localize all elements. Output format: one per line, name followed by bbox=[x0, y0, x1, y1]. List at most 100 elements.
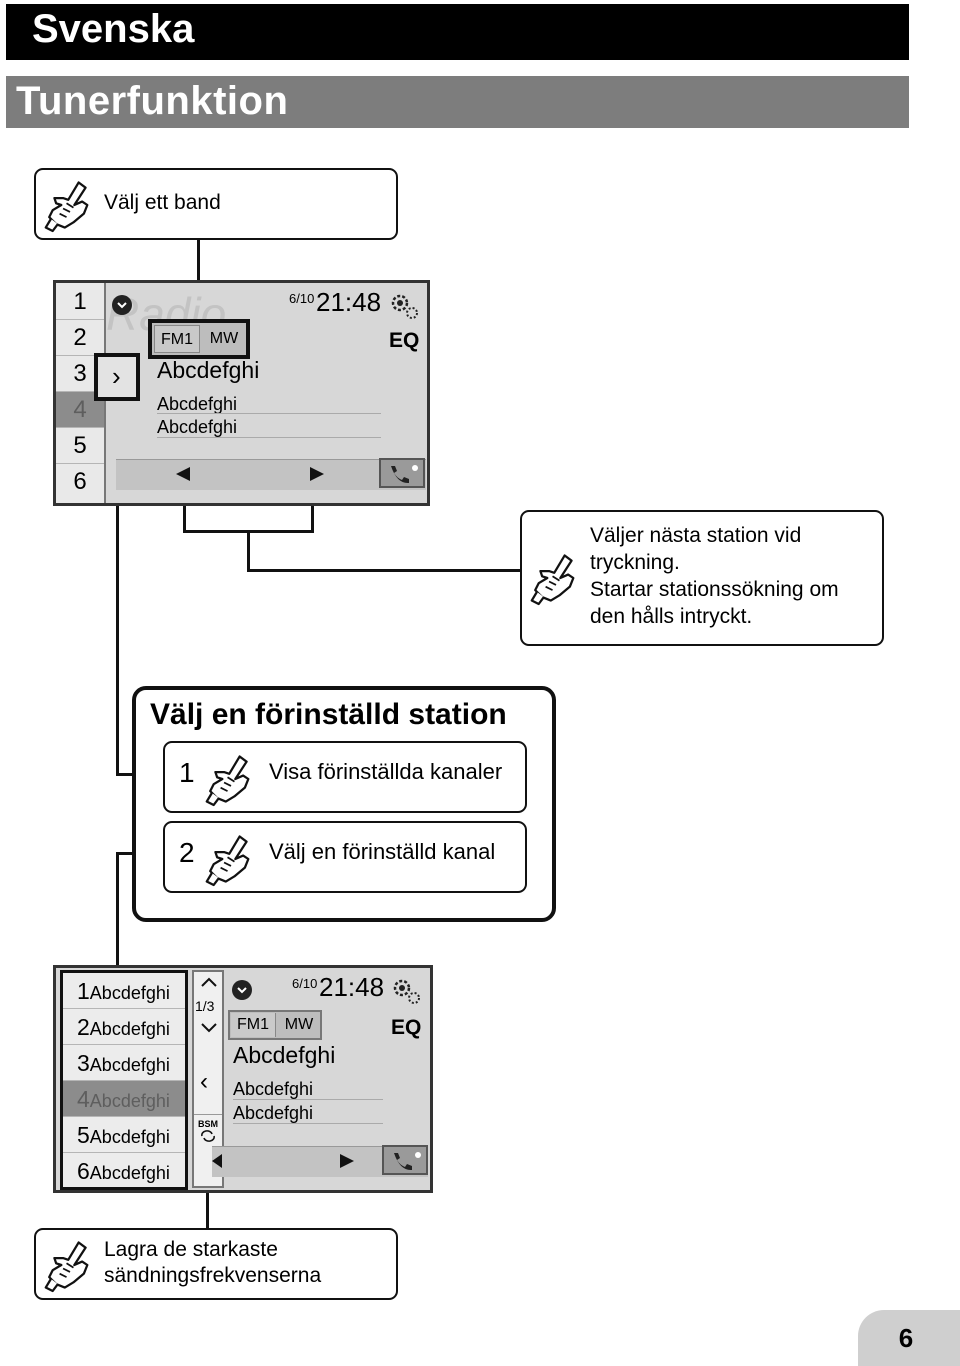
radio-screen-top: 1 2 3 4 5 6 Radio 6/10 21:48 EQ FM1 MW ›… bbox=[53, 280, 430, 506]
station-name: Abcdefghi bbox=[157, 357, 260, 383]
info-divider bbox=[233, 1099, 383, 1100]
radio-screen-bottom: 1Abcdefghi 2Abcdefghi 3Abcdefghi 4Abcdef… bbox=[53, 965, 433, 1193]
page-number: 6 bbox=[898, 1323, 914, 1353]
seek-forward-icon[interactable] bbox=[338, 1154, 354, 1168]
control-bar bbox=[116, 459, 426, 490]
preset-name: Abcdefghi bbox=[89, 1127, 170, 1147]
connector-step1-v bbox=[116, 398, 119, 776]
bsm-button[interactable]: BSM bbox=[194, 1114, 222, 1151]
eq-button[interactable]: EQ bbox=[389, 329, 420, 352]
preset-list-item-3[interactable]: 3Abcdefghi bbox=[63, 1045, 185, 1081]
preset-number: 4 bbox=[77, 1086, 90, 1112]
preset-list-item-1[interactable]: 1Abcdefghi bbox=[63, 973, 185, 1009]
step-1-number: 1 bbox=[179, 757, 195, 788]
bsm-label: BSM bbox=[198, 1119, 218, 1129]
clock-display: 21:48 bbox=[316, 287, 382, 317]
source-menu-icon[interactable] bbox=[112, 295, 132, 315]
info-divider bbox=[233, 1123, 383, 1124]
callout-select-band-text: Välj ett band bbox=[104, 191, 221, 214]
touch-hand-icon bbox=[205, 829, 257, 889]
date-display: 6/10 bbox=[292, 976, 318, 991]
preset-list-panel: 1Abcdefghi 2Abcdefghi 3Abcdefghi 4Abcdef… bbox=[60, 970, 188, 1190]
clock-display: 21:48 bbox=[319, 972, 385, 1002]
touch-hand-icon bbox=[205, 749, 257, 809]
chevron-right-icon: › bbox=[112, 361, 121, 391]
info-line-2: Abcdefghi bbox=[233, 1103, 314, 1123]
connector-seek-down bbox=[247, 530, 250, 572]
chevron-down-icon[interactable] bbox=[200, 1022, 218, 1034]
preset-key-6[interactable]: 6 bbox=[73, 468, 87, 495]
band-fm1[interactable]: FM1 bbox=[231, 1013, 276, 1037]
chevron-left-icon[interactable]: ‹ bbox=[200, 1068, 208, 1095]
preset-name: Abcdefghi bbox=[89, 1091, 170, 1111]
info-line-1: Abcdefghi bbox=[233, 1079, 314, 1099]
band-mw[interactable]: MW bbox=[209, 330, 239, 347]
band-mw[interactable]: MW bbox=[284, 1016, 314, 1033]
settings-gear-icon[interactable] bbox=[388, 291, 422, 323]
info-divider bbox=[157, 413, 381, 414]
preset-page-indicator: 1/3 bbox=[195, 998, 215, 1014]
step-1: 1 Visa förinställda kanaler bbox=[163, 741, 527, 813]
band-fm1[interactable]: FM1 bbox=[154, 325, 200, 353]
step-2-number: 2 bbox=[179, 837, 195, 868]
band-selector[interactable]: FM1 MW bbox=[148, 319, 250, 359]
preset-number: 1 bbox=[77, 978, 90, 1004]
preset-key-3[interactable]: 3 bbox=[56, 356, 104, 392]
callout-seek-line-1: Väljer nästa station vid bbox=[590, 524, 802, 547]
date-display: 6/10 bbox=[289, 291, 315, 306]
preset-name: Abcdefghi bbox=[89, 1019, 170, 1039]
step-1-label: Visa förinställda kanaler bbox=[269, 759, 503, 784]
callout-seek-line-3: Startar stationssökning om bbox=[590, 578, 839, 601]
info-divider bbox=[157, 437, 381, 438]
refresh-icon bbox=[201, 1130, 215, 1142]
language-header-bar bbox=[6, 4, 909, 60]
chevron-up-icon[interactable] bbox=[200, 976, 218, 988]
band-selector[interactable]: FM1 MW bbox=[228, 1010, 322, 1040]
preset-name: Abcdefghi bbox=[89, 1163, 170, 1183]
touch-hand-icon bbox=[530, 548, 582, 608]
phone-icon bbox=[394, 1152, 421, 1171]
step-2: 2 Välj en förinställd kanal bbox=[163, 821, 527, 893]
preset-list-item-5[interactable]: 5Abcdefghi bbox=[63, 1117, 185, 1153]
eq-button[interactable]: EQ bbox=[391, 1016, 422, 1039]
phone-button[interactable] bbox=[379, 458, 425, 488]
preset-name: Abcdefghi bbox=[89, 983, 170, 1003]
seek-back-icon[interactable] bbox=[176, 467, 192, 481]
preset-key-1[interactable]: 1 bbox=[56, 284, 104, 320]
section-header-bar bbox=[6, 76, 909, 128]
callout-store-line-1: Lagra de starkaste bbox=[104, 1238, 278, 1261]
info-line-1: Abcdefghi bbox=[157, 394, 238, 414]
phone-icon bbox=[391, 465, 418, 484]
seek-forward-icon[interactable] bbox=[308, 467, 324, 481]
preset-number: 6 bbox=[77, 1158, 90, 1184]
seek-back-icon[interactable] bbox=[212, 1154, 224, 1168]
callout-select-band: Välj ett band bbox=[34, 168, 398, 240]
chevron-down-icon bbox=[117, 302, 127, 309]
connector-seek-h bbox=[247, 569, 522, 572]
section-title: Tunerfunktion bbox=[16, 79, 289, 123]
connector-step2-v bbox=[116, 852, 119, 970]
settings-gear-icon[interactable] bbox=[390, 976, 424, 1008]
callout-seek: Väljer nästa station vid tryckning. Star… bbox=[520, 510, 884, 646]
phone-button[interactable] bbox=[382, 1145, 428, 1175]
preset-list-item-6[interactable]: 6Abcdefghi bbox=[63, 1153, 185, 1189]
touch-hand-icon bbox=[44, 176, 96, 234]
touch-hand-icon bbox=[44, 1236, 96, 1294]
page-number-tab bbox=[858, 1310, 960, 1366]
callout-seek-line-2: tryckning. bbox=[590, 551, 680, 574]
chevron-down-icon bbox=[237, 987, 247, 994]
source-menu-icon[interactable] bbox=[232, 980, 252, 1000]
preset-list-toggle[interactable]: › bbox=[94, 353, 140, 401]
preset-key-5[interactable]: 5 bbox=[56, 428, 104, 464]
language-title: Svenska bbox=[32, 7, 195, 51]
info-line-2: Abcdefghi bbox=[157, 417, 238, 437]
preset-key-2[interactable]: 2 bbox=[56, 320, 104, 356]
preset-number: 2 bbox=[77, 1014, 90, 1040]
preset-list-item-2[interactable]: 2Abcdefghi bbox=[63, 1009, 185, 1045]
preset-list-item-4[interactable]: 4Abcdefghi bbox=[63, 1081, 185, 1117]
callout-store-line-2: sändningsfrekvenserna bbox=[104, 1264, 322, 1287]
callout-store-strongest: Lagra de starkaste sändningsfrekvenserna bbox=[34, 1228, 398, 1300]
preset-number: 3 bbox=[77, 1050, 90, 1076]
preset-box-title: Välj en förinställd station bbox=[150, 698, 507, 731]
preset-name: Abcdefghi bbox=[89, 1055, 170, 1075]
